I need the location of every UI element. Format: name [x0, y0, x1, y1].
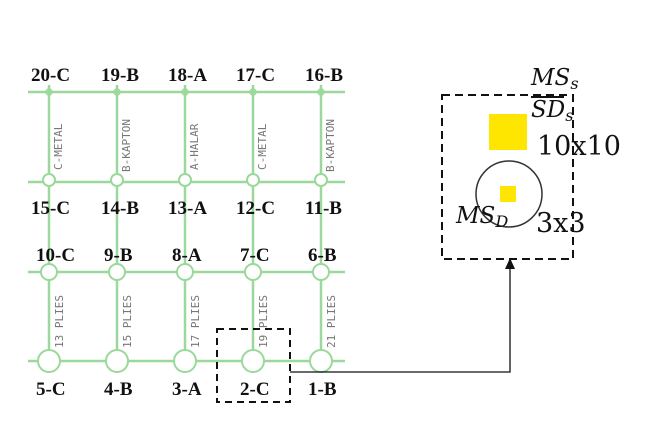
cell-label-16b: 16-B [305, 65, 343, 86]
grid-node [317, 88, 325, 96]
cell-label-4b: 4-B [104, 379, 133, 400]
plies-label: 17 PLIES [189, 295, 202, 348]
grid-node [105, 349, 129, 373]
ms-s-label: MSs [531, 67, 579, 92]
material-label: B-KAPTON [324, 119, 337, 172]
cell-label-17c: 17-C [236, 65, 276, 86]
detector-circle [475, 160, 543, 228]
grid-bottom-circles [37, 349, 333, 373]
cell-label-11b: 11-B [305, 198, 342, 219]
ms-s-sub: s [570, 74, 579, 94]
grid-node [244, 263, 262, 281]
grid-node [108, 263, 126, 281]
sd-s-main: SD [531, 97, 566, 123]
grid-low-circles [40, 263, 330, 281]
material-label: B-KAPTON [120, 119, 133, 172]
plies-label: 19 PLIES [257, 295, 270, 348]
ms-d-sub: D [495, 212, 509, 232]
fraction-bar [531, 96, 564, 98]
cell-label-13a: 13-A [168, 198, 208, 219]
cell-label-10c: 10-C [36, 245, 76, 266]
connector-arrow [290, 265, 511, 373]
cell-label-1b: 1-B [308, 379, 337, 400]
cell-label-7c: 7-C [240, 245, 270, 266]
sd-s-sub: s [565, 106, 574, 126]
ms-d-main: MS [456, 203, 496, 229]
large-size-label: 10x10 [537, 131, 621, 162]
cell-label-9b: 9-B [104, 245, 133, 266]
inset-dashed-box [441, 94, 574, 260]
grid-horizontal-lines [28, 90, 345, 363]
cell-label-14b: 14-B [101, 198, 139, 219]
grid-node [110, 173, 124, 187]
grid-node [312, 263, 330, 281]
material-label: A-HALAR [188, 123, 201, 170]
grid-node [45, 88, 53, 96]
cell-label-18a: 18-A [168, 65, 208, 86]
grid-node [37, 349, 61, 373]
cell-label-8a: 8-A [172, 245, 202, 266]
material-label: C-METAL [52, 123, 65, 170]
grid-node [314, 173, 328, 187]
cell-label-19b: 19-B [101, 65, 139, 86]
grid-node [249, 88, 257, 96]
cell-label-12c: 12-C [236, 198, 276, 219]
cell-label-5c: 5-C [36, 379, 66, 400]
large-sample-square [489, 114, 527, 150]
cell-label-15c: 15-C [31, 198, 71, 219]
selection-dashed-box [216, 328, 291, 403]
cell-label-2c: 2-C [240, 379, 270, 400]
grid-mid-circles [42, 173, 328, 187]
plies-label: 21 PLIES [325, 295, 338, 348]
material-label: C-METAL [256, 123, 269, 170]
plies-label: 15 PLIES [121, 295, 134, 348]
cell-label-3a: 3-A [172, 379, 202, 400]
sd-s-label: SDs [531, 99, 573, 124]
cell-label-6b: 6-B [308, 245, 337, 266]
grid-node [176, 263, 194, 281]
grid-node [246, 173, 260, 187]
grid-node [173, 349, 197, 373]
small-size-label: 3x3 [536, 208, 586, 239]
grid-node [40, 263, 58, 281]
grid-node [42, 173, 56, 187]
ms-d-label: MSD [456, 205, 508, 230]
small-sample-square [500, 186, 516, 202]
grid-vertical-lines [47, 85, 323, 372]
grid-node [113, 88, 121, 96]
cell-label-20c: 20-C [31, 65, 71, 86]
grid-node [178, 173, 192, 187]
grid-node [241, 349, 265, 373]
grid-top-dots [45, 88, 325, 96]
plies-label: 13 PLIES [53, 295, 66, 348]
ms-s-main: MS [531, 65, 571, 91]
grid-node [181, 88, 189, 96]
grid-node [309, 349, 333, 373]
arrow-head [505, 258, 515, 269]
